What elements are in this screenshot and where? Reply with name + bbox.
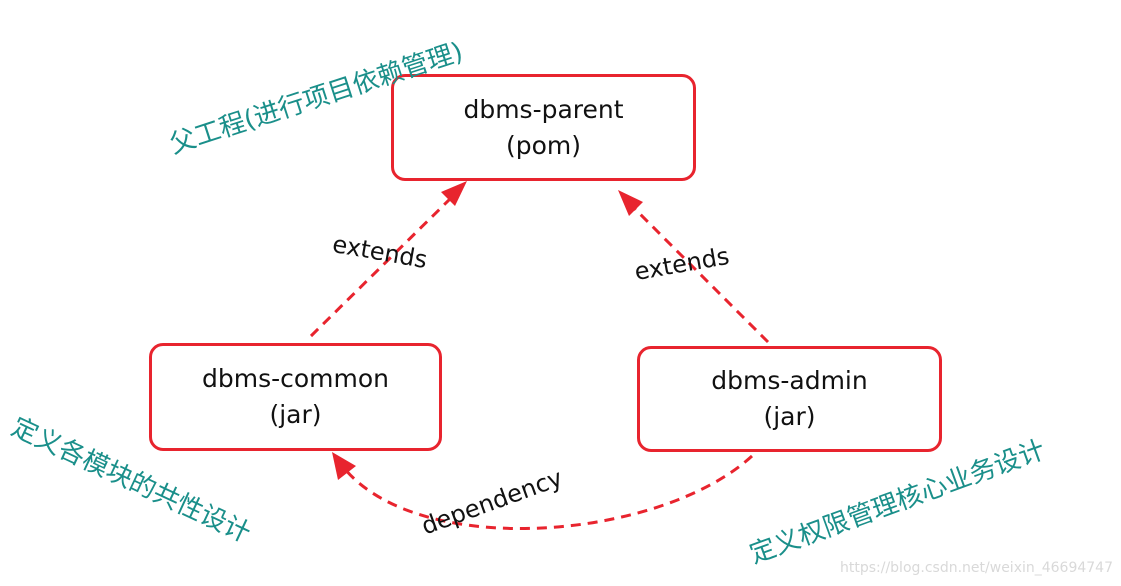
edge-admin-extends-parent [630, 204, 770, 344]
node-dbms-parent-packaging: (pom) [505, 130, 582, 160]
arrowhead-common-parent [441, 181, 467, 206]
watermark: https://blog.csdn.net/weixin_46694747 [839, 560, 1113, 576]
node-dbms-parent: dbms-parent (pom) [391, 74, 696, 181]
node-dbms-admin: dbms-admin (jar) [637, 346, 942, 452]
node-dbms-common: dbms-common (jar) [149, 343, 442, 451]
node-dbms-common-packaging: (jar) [269, 400, 322, 429]
edge-admin-dependency-common [342, 454, 754, 530]
node-dbms-admin-packaging: (jar) [763, 402, 816, 431]
node-dbms-parent-name: dbms-parent [463, 94, 624, 124]
arrowhead-admin-parent [618, 190, 643, 216]
node-dbms-admin-name: dbms-admin [711, 366, 868, 395]
node-dbms-common-name: dbms-common [201, 364, 390, 393]
arrowhead-admin-common [332, 452, 356, 480]
